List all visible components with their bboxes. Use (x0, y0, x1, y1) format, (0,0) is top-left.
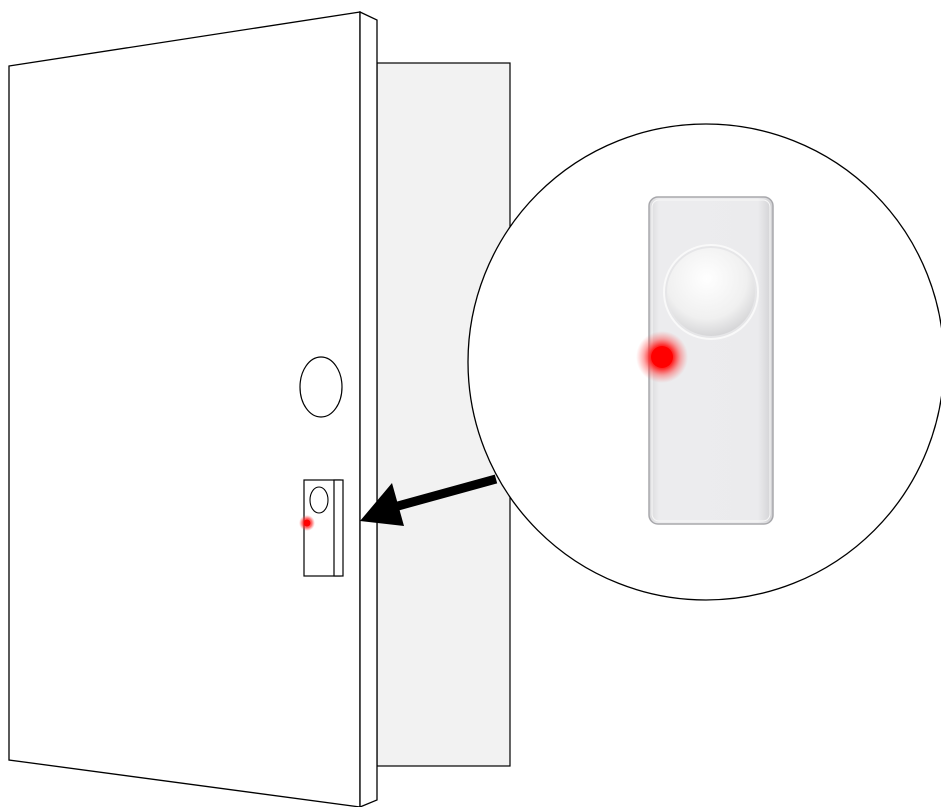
door-knob (299, 356, 343, 418)
contact-sensor-icon (303, 479, 344, 577)
door-panel (8, 11, 361, 807)
arrow-left-icon (360, 474, 498, 526)
contact-sensor-magnified (636, 196, 774, 525)
door-edge (359, 10, 378, 807)
